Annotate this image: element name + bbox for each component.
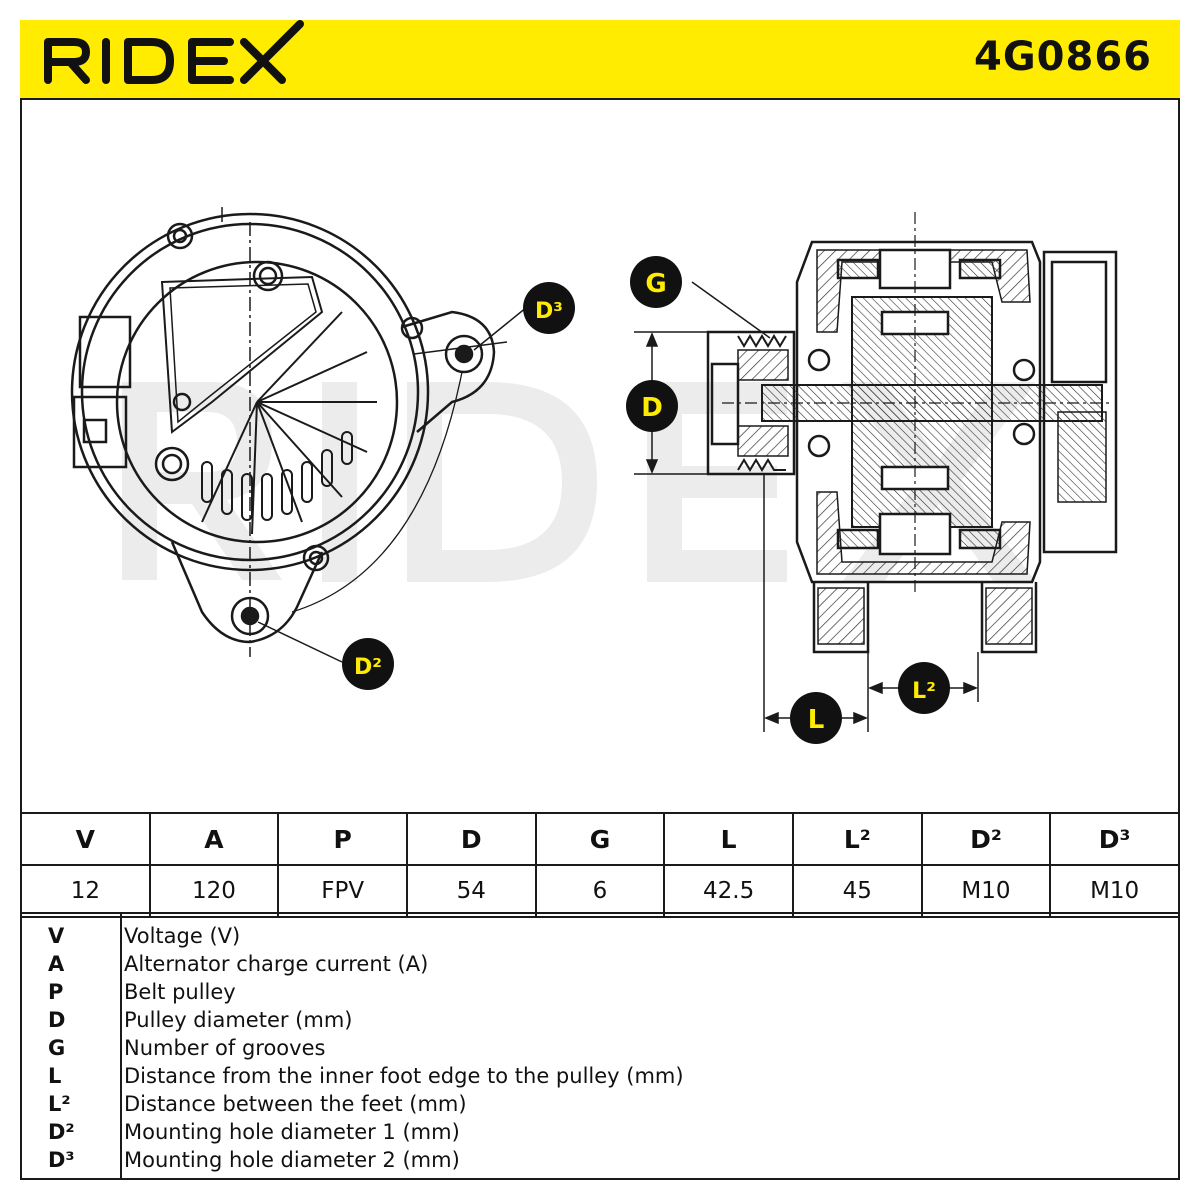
legend-row: D Pulley diameter (mm) (20, 1008, 1180, 1036)
legend-row: D² Mounting hole diameter 1 (mm) (20, 1120, 1180, 1148)
callout-d: D (626, 380, 678, 432)
legend-row: V Voltage (V) (20, 924, 1180, 952)
legend-desc: Distance from the inner foot edge to the… (124, 1064, 684, 1088)
spec-value-cell: 6 (534, 864, 666, 918)
legend-code: A (48, 952, 65, 976)
legend-row: D³ Mounting hole diameter 2 (mm) (20, 1148, 1180, 1176)
spec-header-cell: G (534, 812, 666, 866)
spec-header-cell: D² (920, 812, 1052, 866)
spec-value-cell: 42.5 (663, 864, 794, 918)
alternator-drawing: G D D³ D² L L² (70, 207, 1118, 744)
spec-value-cell: 12 (20, 864, 151, 918)
svg-text:L²: L² (912, 679, 936, 704)
legend-code: L² (48, 1092, 71, 1116)
spec-value-cell: 54 (405, 864, 537, 918)
spec-value-cell: M10 (1049, 864, 1180, 918)
legend-code: V (48, 924, 65, 948)
legend-desc: Mounting hole diameter 1 (mm) (124, 1120, 460, 1144)
legend-desc: Belt pulley (124, 980, 236, 1004)
legend-row: A Alternator charge current (A) (20, 952, 1180, 980)
legend-code: G (48, 1036, 66, 1060)
legend-row: G Number of grooves (20, 1036, 1180, 1064)
spec-value-cell: FPV (277, 864, 408, 918)
spec-value-cell: M10 (920, 864, 1052, 918)
svg-text:G: G (645, 269, 666, 299)
callout-d2: D² (342, 638, 394, 690)
legend: V Voltage (V) A Alternator charge curren… (20, 912, 1180, 1180)
legend-desc: Distance between the feet (mm) (124, 1092, 467, 1116)
legend-desc: Voltage (V) (124, 924, 241, 948)
spec-header-cell: A (148, 812, 280, 866)
spec-value-cell: 120 (148, 864, 280, 918)
callout-l2: L² (898, 662, 950, 714)
spec-header-cell: L² (791, 812, 923, 866)
svg-text:D²: D² (354, 655, 382, 680)
legend-row: L Distance from the inner foot edge to t… (20, 1064, 1180, 1092)
legend-desc: Alternator charge current (A) (124, 952, 429, 976)
svg-text:L: L (808, 705, 825, 735)
legend-code: P (48, 980, 64, 1004)
spec-header-row: V A P D G L L² D² D³ (20, 812, 1180, 866)
ridex-logo (44, 20, 304, 84)
callout-g: G (630, 256, 682, 308)
alternator-section-view (706, 212, 1118, 654)
legend-desc: Mounting hole diameter 2 (mm) (124, 1148, 460, 1172)
callout-d3: D³ (523, 282, 575, 334)
legend-code: D (48, 1008, 66, 1032)
svg-text:D: D (641, 393, 663, 423)
spec-table: V A P D G L L² D² D³ 12 120 FPV 54 6 42.… (20, 812, 1180, 918)
spec-header-cell: D (405, 812, 537, 866)
legend-code: D² (48, 1120, 75, 1144)
spec-header-cell: P (277, 812, 408, 866)
legend-desc: Number of grooves (124, 1036, 326, 1060)
spec-value-cell: 45 (791, 864, 923, 918)
legend-row: L² Distance between the feet (mm) (20, 1092, 1180, 1120)
legend-code: D³ (48, 1148, 75, 1172)
spec-header-cell: D³ (1049, 812, 1180, 866)
part-number: 4G0866 (974, 34, 1152, 80)
spec-value-row: 12 120 FPV 54 6 42.5 45 M10 M10 (20, 864, 1180, 918)
spec-header-cell: V (20, 812, 151, 866)
spec-header-cell: L (663, 812, 794, 866)
legend-desc: Pulley diameter (mm) (124, 1008, 353, 1032)
legend-row: P Belt pulley (20, 980, 1180, 1008)
svg-text:D³: D³ (535, 299, 563, 324)
alternator-rear-view (70, 207, 508, 657)
callout-l: L (790, 692, 842, 744)
legend-code: L (48, 1064, 62, 1088)
legend-divider (120, 914, 122, 1180)
